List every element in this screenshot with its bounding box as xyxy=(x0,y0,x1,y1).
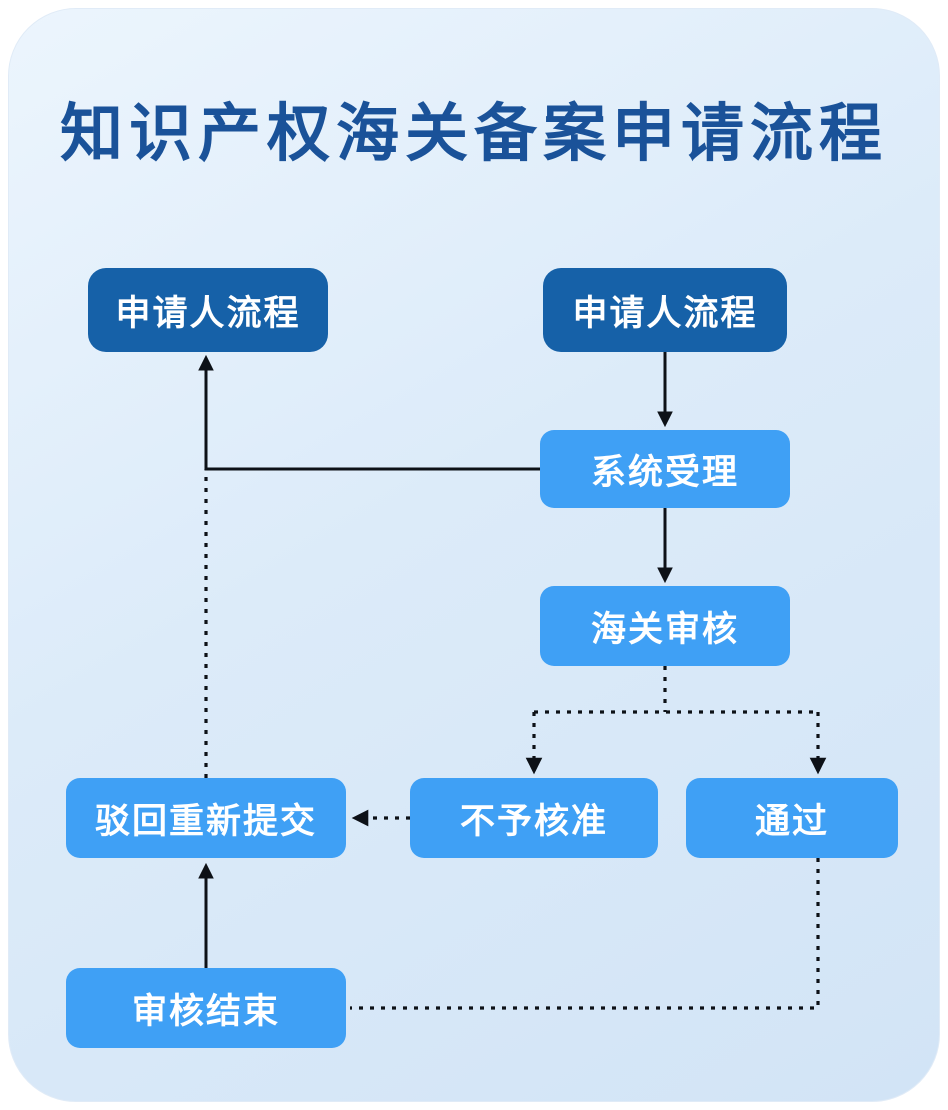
node-applicant-process-left: 申请人流程 xyxy=(88,268,328,352)
node-applicant-process-right: 申请人流程 xyxy=(543,268,787,352)
node-approved: 通过 xyxy=(686,778,898,858)
page-title: 知识产权海关备案申请流程 xyxy=(60,99,888,169)
node-reject-resubmit: 驳回重新提交 xyxy=(66,778,346,858)
node-system-accept: 系统受理 xyxy=(540,430,790,508)
node-customs-review: 海关审核 xyxy=(540,586,790,666)
flowchart-canvas xyxy=(8,8,940,1102)
node-not-approved: 不予核准 xyxy=(410,778,658,858)
node-review-end: 审核结束 xyxy=(66,968,346,1048)
